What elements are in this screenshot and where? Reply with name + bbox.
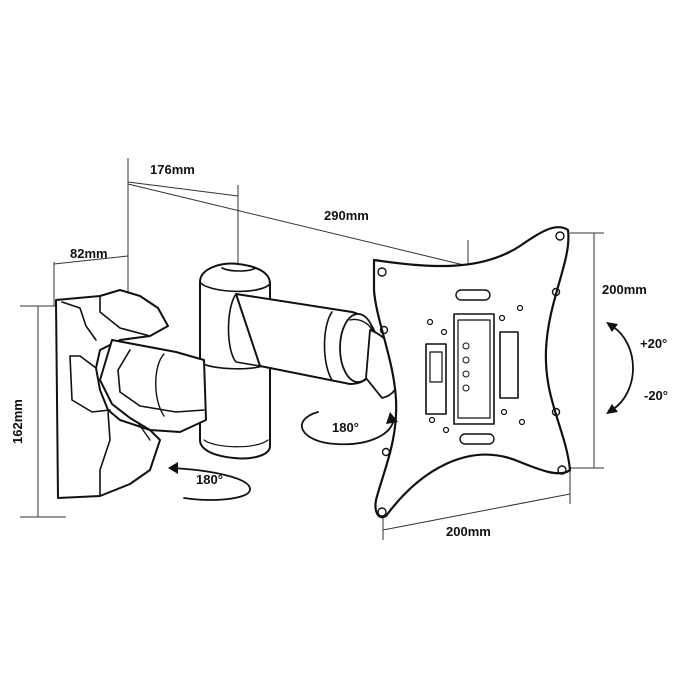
head-swivel-arrow [300,411,398,446]
head-swivel-label: 180° [332,420,359,435]
reach-max-label: 290mm [324,208,369,223]
lower-arm [99,339,207,433]
tilt-arrow [606,322,634,414]
wall-plate-height-label: 162mm [10,399,25,444]
dimension-lines [20,158,604,540]
wall-swivel-label: 180° [196,472,223,487]
tilt-down-label: -20° [644,388,668,403]
wall-swivel-arrow [168,462,251,501]
depth-label: 82mm [70,246,108,261]
vesa-plate [372,226,572,519]
plate-width-label: 200mm [446,524,491,539]
plate-height-label: 200mm [602,282,647,297]
tilt-up-label: +20° [640,336,667,351]
reach-min-label: 176mm [150,162,195,177]
